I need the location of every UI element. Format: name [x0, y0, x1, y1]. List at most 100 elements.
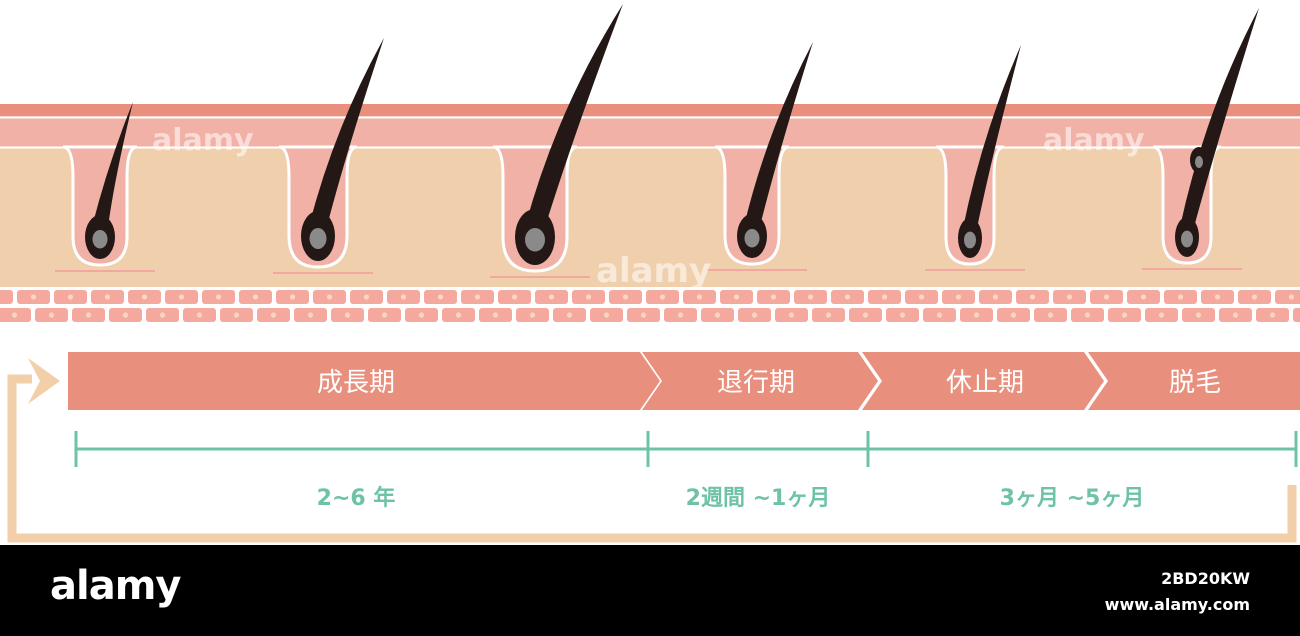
hair-shaft [309, 38, 384, 226]
hair-cycle-diagram: alamy alamy alamy 成長期 退行期 休止期 脱毛 2~6 年 2… [0, 4, 1300, 543]
cell-nucleus [326, 294, 333, 300]
hair-follicle [273, 38, 384, 274]
hair-follicle [490, 4, 623, 278]
cell-nucleus [973, 312, 980, 318]
hair-follicle [925, 45, 1025, 271]
phase-bar: 成長期 退行期 休止期 脱毛 [68, 352, 1300, 410]
watermark-1: alamy [152, 123, 254, 158]
cycle-arrow-head [28, 358, 60, 404]
cell-nucleus [307, 312, 314, 318]
cell-nucleus [1195, 312, 1202, 318]
hair-shaft [963, 45, 1021, 228]
hair-follicles [55, 4, 1259, 278]
cell-nucleus [1084, 312, 1091, 318]
image-id: 2BD20KW [1161, 569, 1250, 588]
cell-nucleus [30, 294, 37, 300]
cell-nucleus [955, 294, 962, 300]
phase-label-catagen: 退行期 [717, 368, 795, 398]
cell-nucleus [844, 294, 851, 300]
cell-nucleus [899, 312, 906, 318]
cell-nucleus [418, 312, 425, 318]
brand-logo: alamy [50, 563, 181, 609]
phase-label-shedding: 脱毛 [1169, 368, 1221, 398]
dermis-layer [0, 147, 1300, 287]
cell-nucleus [862, 312, 869, 318]
skin-cell [1293, 308, 1300, 322]
hair-follicle [55, 102, 155, 272]
cell-nucleus [1269, 312, 1276, 318]
cell-nucleus [1103, 294, 1110, 300]
cell-nucleus [1214, 294, 1221, 300]
cell-nucleus [455, 312, 462, 318]
site-url: www.alamy.com [1104, 595, 1250, 614]
subcutaneous-cells [0, 290, 1300, 322]
cycle-arrow-path [7, 374, 1297, 543]
cell-nucleus [344, 312, 351, 318]
dermal-papilla [744, 228, 760, 248]
cell-nucleus [104, 294, 111, 300]
hair-shaft [92, 102, 133, 227]
cell-nucleus [1047, 312, 1054, 318]
dermal-papilla [92, 229, 108, 249]
cell-nucleus [1158, 312, 1165, 318]
cell-nucleus [714, 312, 721, 318]
cell-nucleus [659, 294, 666, 300]
cell-nucleus [381, 312, 388, 318]
dermal-papilla [309, 228, 327, 249]
hair-shaft [744, 42, 813, 226]
cell-nucleus [141, 294, 148, 300]
cell-nucleus [122, 312, 129, 318]
skin-cell [0, 290, 13, 304]
cell-nucleus [437, 294, 444, 300]
cell-nucleus [1121, 312, 1128, 318]
cell-nucleus [196, 312, 203, 318]
phase-bar-telogen [862, 352, 1104, 410]
cell-nucleus [85, 312, 92, 318]
cell-nucleus [159, 312, 166, 318]
cell-nucleus [270, 312, 277, 318]
cell-nucleus [1066, 294, 1073, 300]
cycle-arrow [7, 358, 1297, 543]
cell-nucleus [936, 312, 943, 318]
phase-label-telogen: 休止期 [946, 368, 1024, 398]
cell-nucleus [548, 294, 555, 300]
cell-nucleus [48, 312, 55, 318]
cell-nucleus [992, 294, 999, 300]
cell-nucleus [603, 312, 610, 318]
cell-nucleus [566, 312, 573, 318]
cell-nucleus [1140, 294, 1147, 300]
epidermis-layer [0, 116, 1300, 148]
cell-nucleus [67, 294, 74, 300]
cell-nucleus [696, 294, 703, 300]
cell-nucleus [1251, 294, 1258, 300]
cell-nucleus [733, 294, 740, 300]
cell-nucleus [1029, 294, 1036, 300]
epidermis-top-band [0, 104, 1300, 117]
cell-nucleus [1010, 312, 1017, 318]
watermark-2: alamy [1043, 123, 1145, 158]
cell-nucleus [511, 294, 518, 300]
cell-nucleus [529, 312, 536, 318]
duration-label-growth: 2~6 年 [317, 485, 396, 511]
phase-bar-shedding [1088, 352, 1300, 410]
cell-nucleus [474, 294, 481, 300]
cell-nucleus [1232, 312, 1239, 318]
cell-nucleus [400, 294, 407, 300]
cell-nucleus [825, 312, 832, 318]
cell-nucleus [11, 312, 18, 318]
footer-bar: alamy 2BD20KW www.alamy.com [0, 545, 1300, 636]
cell-nucleus [918, 294, 925, 300]
cell-nucleus [215, 294, 222, 300]
phase-bar-growth [68, 352, 660, 410]
cell-nucleus [751, 312, 758, 318]
hair-shaft [525, 4, 623, 227]
cell-nucleus [770, 294, 777, 300]
hair-follicle [707, 42, 813, 271]
cell-nucleus [622, 294, 629, 300]
skin-layers [0, 104, 1300, 322]
skin-cell [1275, 290, 1300, 304]
cell-nucleus [363, 294, 370, 300]
cell-nucleus [585, 294, 592, 300]
hair-follicle [1142, 8, 1259, 270]
cell-nucleus [788, 312, 795, 318]
